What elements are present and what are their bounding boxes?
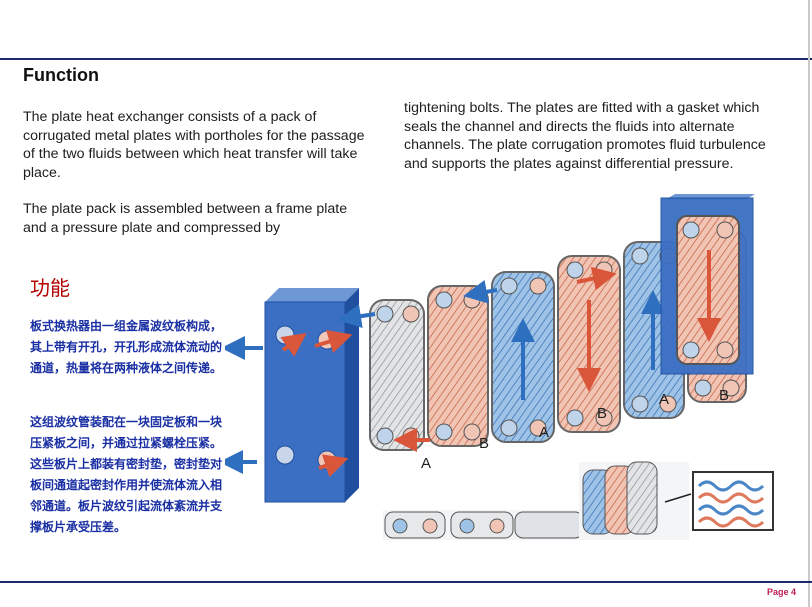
plate-label-4: B: [597, 405, 607, 422]
plate-pack-closeup: [579, 461, 692, 540]
chinese-paragraph-2: 这组波纹管装配在一块固定板和一块压紧板之间，并通过拉紧螺栓压紧。这些板片上都装有…: [30, 415, 223, 534]
pressure-plate: [660, 194, 755, 375]
chinese-paragraph-1: 板式换热器由一组金属波纹板构成，其上带有开孔，开孔形成流体流动的通道，热量将在两…: [30, 319, 223, 375]
plate-2: [337, 285, 489, 452]
plate-label-6: B: [719, 387, 729, 404]
page-number: Page 4: [766, 587, 796, 597]
right-border: [808, 0, 810, 607]
plate-heat-exchanger-diagram: A B A B A B: [225, 194, 774, 540]
english-paragraph-2: The plate pack is assembled between a fr…: [23, 201, 348, 236]
plate-label-3: A: [539, 424, 549, 441]
page-title: Function: [23, 65, 99, 85]
frame-plate: [225, 288, 359, 503]
header-rule: [0, 58, 812, 60]
plate-label-5: A: [659, 391, 669, 408]
english-paragraph-1: The plate heat exchanger consists of a p…: [23, 109, 365, 181]
chinese-title: 功能: [30, 276, 70, 300]
corrugation-detail: [692, 471, 774, 531]
porthole-detail-view: [383, 510, 603, 540]
plate-label-2: B: [479, 435, 489, 452]
plate-3: [463, 271, 555, 443]
plate-4: [557, 255, 621, 433]
english-paragraph-3: tightening bolts. The plates are fitted …: [404, 100, 766, 172]
footer-rule: [0, 581, 812, 583]
plate-label-1: A: [421, 455, 431, 472]
plate-1: [369, 299, 425, 451]
